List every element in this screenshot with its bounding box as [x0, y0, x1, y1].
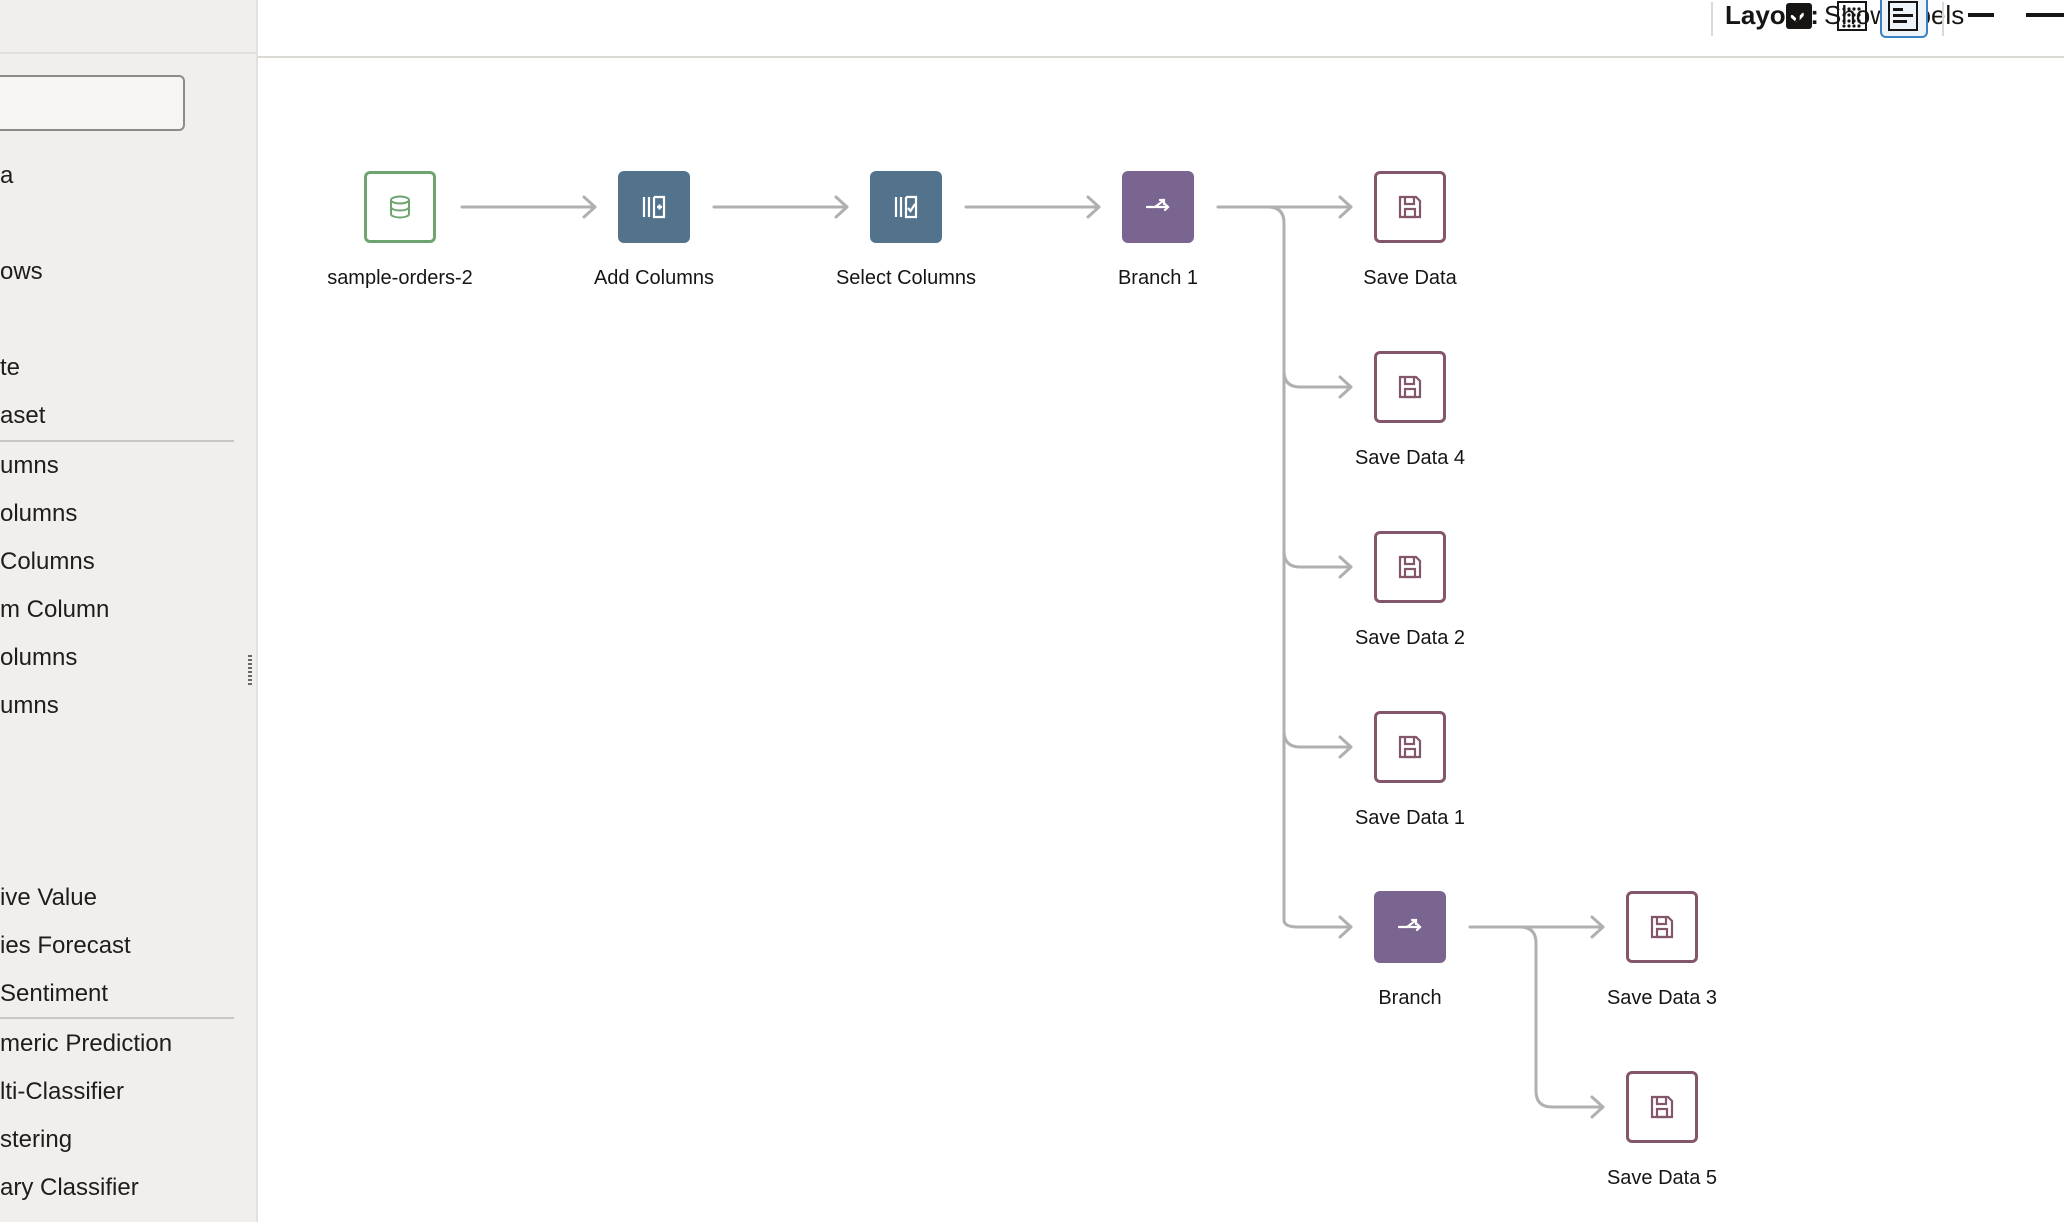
grid-layout-icon: [1837, 1, 1867, 31]
save-icon: [1398, 735, 1422, 759]
edge-connector: [1518, 925, 1604, 1109]
step-item[interactable]: aset: [0, 402, 46, 429]
step-item[interactable]: te: [0, 354, 21, 381]
arrowhead-icon: [1338, 195, 1353, 219]
database-icon: [390, 195, 410, 219]
edge-connector: [1282, 729, 1352, 749]
node-label: Branch 1: [1117, 267, 1199, 289]
branch-icon: [1145, 198, 1170, 212]
step-item[interactable]: meric Prediction: [0, 1030, 173, 1057]
edge-connector: [1266, 205, 1352, 929]
step-item[interactable]: ive Value: [0, 884, 97, 911]
node-label: Save Data: [1363, 267, 1457, 289]
arrowhead-icon: [834, 195, 849, 219]
step-item[interactable]: umns: [0, 692, 59, 719]
save-data-node[interactable]: [1626, 891, 1698, 963]
save-icon: [1398, 555, 1422, 579]
layout-label: Layout:: [1725, 0, 1819, 30]
add-columns-node[interactable]: [618, 171, 690, 243]
node-label: Save Data 5: [1606, 1167, 1718, 1189]
step-group-divider: [0, 440, 234, 442]
step-item[interactable]: stering: [0, 1126, 73, 1153]
arrowhead-icon: [582, 195, 597, 219]
node-label: sample-orders-2: [327, 267, 473, 289]
node-label: Save Data 2: [1354, 627, 1466, 649]
arrowhead-icon: [1590, 915, 1605, 939]
step-item[interactable]: a: [0, 162, 14, 189]
flow-canvas[interactable]: sample-orders-2 Add Columns Select Colum…: [258, 58, 2064, 1222]
add-columns-icon: [642, 195, 666, 219]
save-icon: [1650, 915, 1674, 939]
step-item[interactable]: umns: [0, 452, 59, 479]
save-data-node[interactable]: [1374, 711, 1446, 783]
node-label: Branch: [1378, 987, 1442, 1009]
save-icon: [1398, 375, 1422, 399]
branch-node[interactable]: [1374, 891, 1446, 963]
toolbar-separator: [1711, 2, 1713, 36]
steps-search-input[interactable]: [0, 75, 185, 131]
step-item[interactable]: olumns: [0, 500, 78, 527]
step-item[interactable]: ies Forecast: [0, 932, 131, 959]
save-icon: [1650, 1095, 1674, 1119]
node-label: Select Columns: [835, 267, 977, 289]
branch-icon: [1397, 918, 1422, 932]
arrowhead-icon: [1338, 375, 1353, 399]
steps-panel: a ows te aset umns olumns Columns m Colu…: [0, 0, 258, 1222]
select-columns-icon: [894, 195, 918, 219]
node-label: Save Data 4: [1354, 447, 1466, 469]
step-item[interactable]: m Column: [0, 596, 110, 623]
step-item[interactable]: olumns: [0, 644, 78, 671]
node-label: Save Data 3: [1606, 987, 1718, 1009]
edge-connector: [1282, 369, 1352, 389]
step-item[interactable]: Columns: [0, 548, 95, 575]
panel-resize-handle[interactable]: [248, 655, 252, 687]
step-item[interactable]: ows: [0, 258, 43, 285]
save-data-node[interactable]: [1374, 531, 1446, 603]
checkmark-icon: [1790, 9, 1808, 23]
step-item[interactable]: lti-Classifier: [0, 1078, 125, 1105]
node-label: Save Data 1: [1354, 807, 1466, 829]
step-group-divider: [0, 1017, 234, 1019]
show-labels-checkbox[interactable]: [1786, 3, 1812, 29]
grid-layout-button[interactable]: [1830, 0, 1874, 36]
canvas-toolbar: Show labels Layout:: [258, 0, 2064, 58]
arrowhead-icon: [1338, 915, 1353, 939]
edge-connector: [1282, 549, 1352, 569]
zoom-out-icon[interactable]: [1968, 13, 1994, 17]
branch-node[interactable]: [1122, 171, 1194, 243]
toolbar-separator: [1942, 2, 1944, 36]
save-data-node[interactable]: [1374, 171, 1446, 243]
save-icon: [1398, 195, 1422, 219]
panel-header-divider: [0, 52, 256, 54]
step-item[interactable]: Sentiment: [0, 980, 109, 1007]
node-label: Add Columns: [593, 267, 715, 289]
list-layout-button[interactable]: [1880, 0, 1928, 38]
step-item[interactable]: ary Classifier: [0, 1174, 139, 1201]
dataset-node[interactable]: [364, 171, 436, 243]
arrowhead-icon: [1086, 195, 1101, 219]
arrowhead-icon: [1338, 555, 1353, 579]
select-columns-node[interactable]: [870, 171, 942, 243]
save-data-node[interactable]: [1626, 1071, 1698, 1143]
arrowhead-icon: [1590, 1095, 1605, 1119]
zoom-slider-track[interactable]: [2026, 13, 2064, 17]
list-layout-icon: [1888, 1, 1918, 31]
save-data-node[interactable]: [1374, 351, 1446, 423]
arrowhead-icon: [1338, 735, 1353, 759]
flow-connectors: [460, 195, 1605, 1119]
